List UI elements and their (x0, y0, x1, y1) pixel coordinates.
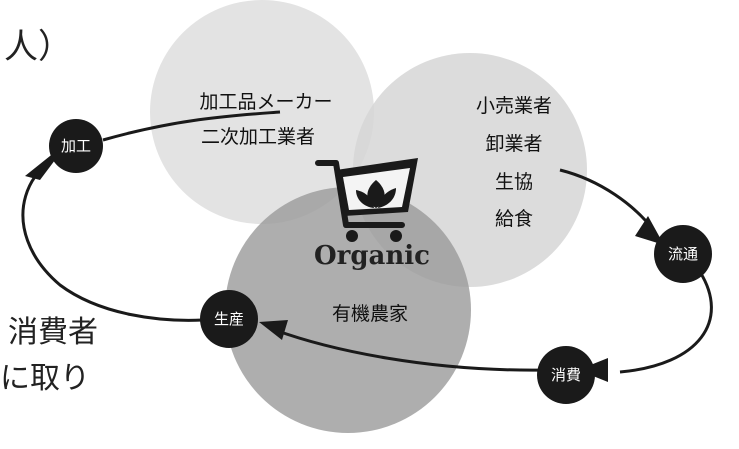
cycle-arrow-consumption-to-production (274, 328, 549, 372)
processors-line1: 加工品メーカー (199, 91, 332, 113)
stage-label-production: 生産 (214, 310, 244, 328)
cycle-arrow-processing-out (102, 110, 281, 142)
distributors-line2: 卸業者 (485, 133, 542, 155)
stage-node-consumption: 消費 (537, 346, 595, 404)
farmers-circle (225, 187, 471, 433)
stage-node-processing: 加工 (49, 119, 103, 173)
organic-logo-text: Organic (314, 241, 430, 271)
distributors-line3: 生協 (495, 171, 533, 193)
processors-line2: 二次加工業者 (201, 126, 315, 148)
arrowhead-production (259, 320, 288, 340)
handwritten-top-left: 人） (4, 27, 72, 67)
stage-node-production: 生産 (200, 290, 258, 348)
farmers-line1: 有機農家 (332, 303, 408, 325)
stage-label-processing: 加工 (61, 137, 91, 155)
shopping-cart-icon (315, 158, 418, 242)
handwritten-left-line1: 消費者 (8, 315, 98, 350)
stage-node-distribution: 流通 (654, 225, 712, 283)
stage-label-consumption: 消費 (551, 366, 581, 384)
cycle-arrow-distribution-to-consumption (619, 271, 713, 374)
distributors-line1: 小売業者 (476, 95, 552, 117)
distributors-line4: 給食 (495, 208, 533, 230)
handwritten-left-line2: に取り (0, 361, 90, 396)
stage-label-distribution: 流通 (668, 245, 698, 263)
arrowhead-distribution (635, 216, 664, 245)
